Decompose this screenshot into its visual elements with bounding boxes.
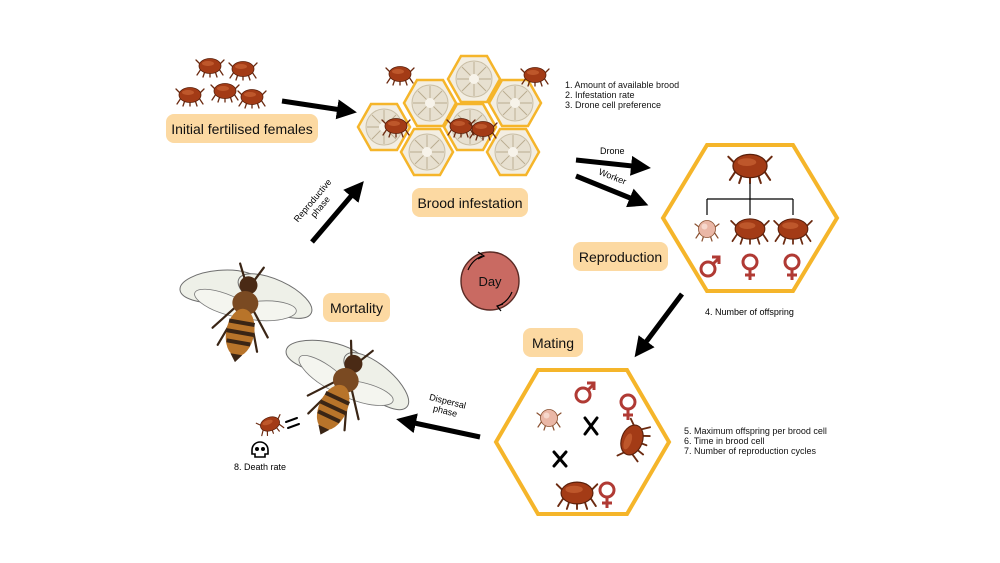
initial-mites-group: [175, 57, 267, 109]
drone-label: Drone: [600, 146, 625, 156]
mortality-text: Mortality: [330, 299, 383, 316]
dead-mite-icon: [255, 412, 286, 439]
mite-icon: [385, 65, 415, 86]
skull-icon: [251, 441, 269, 458]
param-6: 6. Time in brood cell: [684, 436, 765, 446]
day-label: Day: [478, 274, 502, 289]
worker-arrow: [575, 173, 649, 208]
param-2: 2. Infestation rate: [565, 90, 635, 100]
worker-label: Worker: [597, 167, 627, 187]
reproductive-arrow: [310, 181, 364, 244]
dispersal-arrow: [396, 413, 481, 440]
initial-females-label: Initial fertilised females: [166, 114, 318, 143]
death-param: 8. Death rate: [234, 462, 286, 472]
mating-text: Mating: [531, 334, 575, 351]
cross-icon: [552, 416, 599, 468]
mite-icon: [210, 82, 240, 103]
arrow-to-brood: [281, 98, 357, 120]
brood-infestation-label: Brood infestation: [412, 188, 528, 217]
mortality-label: Mortality: [323, 293, 390, 322]
family-tree-lines: [706, 183, 794, 215]
mite-icon: [228, 60, 258, 81]
param-5: 5. Maximum offspring per brood cell: [684, 426, 827, 436]
honeycomb-icon: [356, 54, 543, 177]
mating-label: Mating: [523, 328, 583, 357]
brood-parameters: 1. Amount of available brood 2. Infestat…: [565, 80, 679, 110]
mating-parameters: 5. Maximum offspring per brood cell 6. T…: [684, 426, 827, 456]
param-3: 3. Drone cell preference: [565, 100, 661, 110]
bee-icon: [254, 313, 429, 467]
initial-females-text: Initial fertilised females: [171, 120, 313, 137]
brood-infestation-text: Brood infestation: [417, 194, 523, 211]
reproduction-text: Reproduction: [578, 248, 663, 265]
param-1: 1. Amount of available brood: [565, 80, 679, 90]
reproduction-label: Reproduction: [573, 242, 668, 271]
mite-icon: [195, 57, 225, 78]
offspring-param: 4. Number of offspring: [705, 307, 794, 317]
falling-lines: [285, 417, 300, 429]
mating-cell: [493, 368, 672, 516]
drone-arrow: [575, 155, 651, 176]
param-7: 7. Number of reproduction cycles: [684, 446, 817, 456]
day-cycle: Day: [460, 251, 520, 312]
arrow-to-mating: [634, 292, 684, 358]
mite-icon: [175, 86, 205, 107]
mite-icon: [237, 88, 267, 109]
